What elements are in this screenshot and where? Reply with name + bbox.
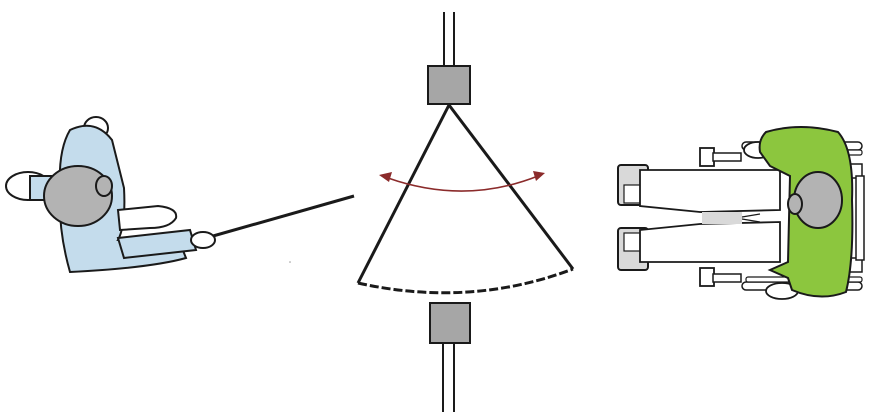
leg-bottom: [639, 221, 781, 263]
leg-top: [639, 169, 781, 213]
pole-block-bottom: [429, 302, 471, 344]
pole-bottom: [442, 343, 455, 412]
left-person-head: [43, 165, 113, 227]
cane: [205, 194, 355, 240]
pole-top: [443, 12, 455, 66]
speck: [289, 261, 291, 263]
center-pole-assembly: [205, 12, 575, 412]
swing-arc-icon: [379, 171, 545, 192]
swing-boundary-dashed: [357, 267, 574, 295]
pole-block-top: [427, 65, 471, 105]
person-with-cane-icon: [5, 116, 216, 274]
swing-sector: [356, 104, 575, 295]
wheelchair-user-icon: [617, 126, 865, 300]
